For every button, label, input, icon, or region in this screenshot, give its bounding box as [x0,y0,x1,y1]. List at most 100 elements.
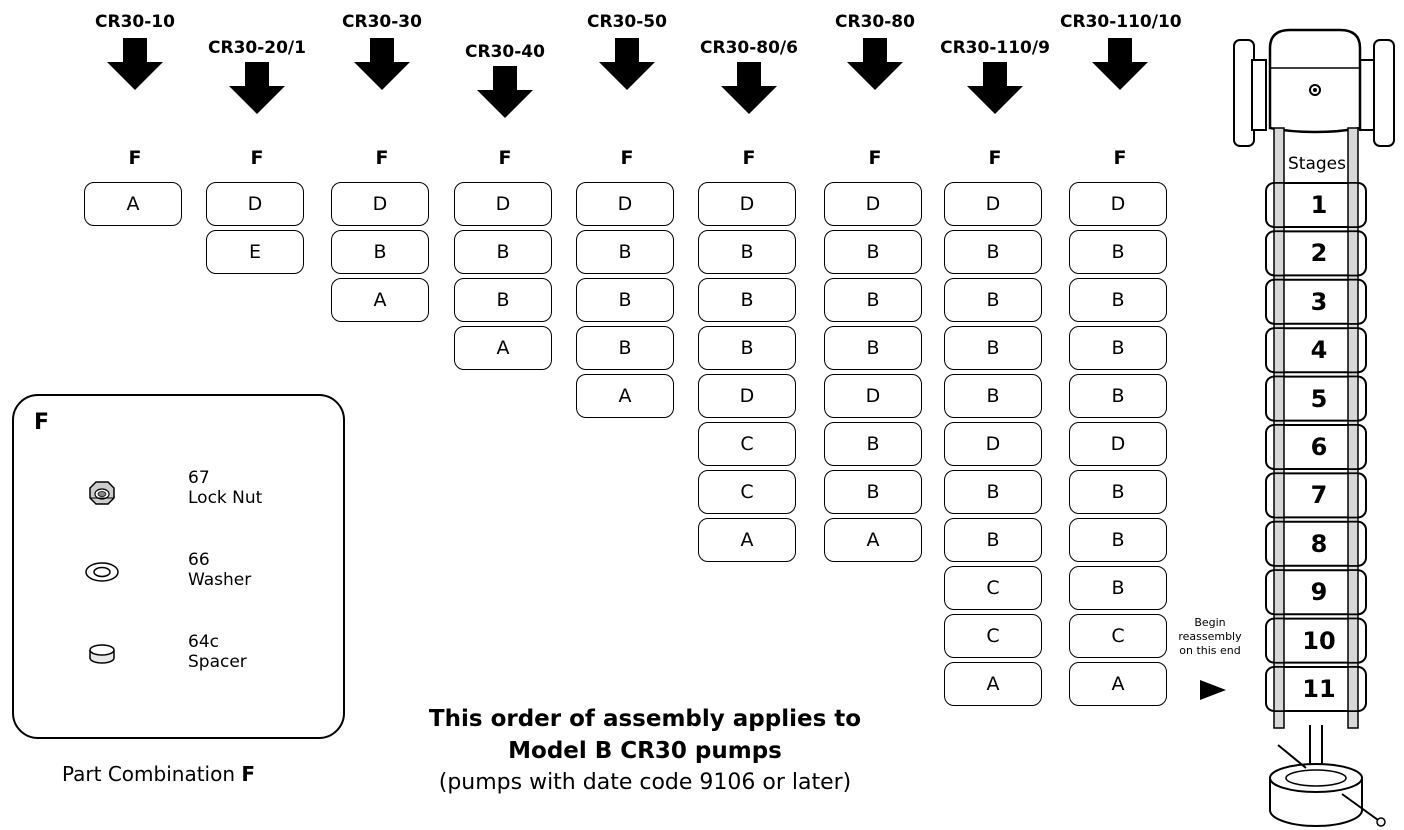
model-label: CR30-10 [95,12,175,32]
part-cell: D [454,182,552,226]
stage-chamber [1265,182,1367,228]
part-cell: B [1069,326,1167,370]
part-cell: D [576,182,674,226]
stage-chamber [1265,424,1367,470]
part-cell: B [1069,566,1167,610]
part-cell: A [944,662,1042,706]
down-arrow-icon [599,38,655,90]
part-cell: B [698,230,796,274]
model-label: CR30-80/6 [700,38,798,58]
part-cell: B [824,278,922,322]
part-cell: B [454,230,552,274]
begin-reassembly-note: Begin reassembly on this end [1160,616,1260,658]
down-arrow-icon [477,66,533,118]
pump-head-icon [1233,28,1395,147]
part-cell: B [1069,470,1167,514]
part-cell: A [1069,662,1167,706]
stage-number: 2 [1310,239,1328,268]
stage-number: 3 [1310,287,1328,316]
note-line-1: This order of assembly applies to [428,706,862,732]
part-cell: B [824,230,922,274]
stage-chamber [1265,327,1367,374]
combination-f-label: F [988,147,1002,169]
stage-chamber [1265,569,1367,616]
part-cell: D [944,422,1042,466]
down-arrow-icon [107,38,163,90]
part-cell: A [331,278,429,322]
down-arrow-icon [229,62,285,114]
down-arrow-icon [967,62,1023,114]
part-cell: B [576,326,674,370]
part-cell: B [944,230,1042,274]
legend-item-number: 66 [188,550,210,570]
part-cell: D [698,182,796,226]
part-cell: C [1069,614,1167,658]
part-cell: D [944,182,1042,226]
part-cell: B [454,278,552,322]
model-label: CR30-50 [587,12,667,32]
legend-caption: Part Combination F [62,762,255,786]
legend-item-name: Spacer [188,652,247,672]
part-cell: B [1069,374,1167,418]
legend-item-name: Lock Nut [188,488,263,508]
legend-caption-letter: F [241,762,256,786]
part-cell: B [698,326,796,370]
part-cell: D [1069,182,1167,226]
part-cell: A [576,374,674,418]
down-arrow-icon [721,62,777,114]
stage-number: 4 [1310,336,1328,365]
legend-item-number: 64c [188,632,219,652]
part-cell: C [698,470,796,514]
begin-note-line-3: on this end [1179,644,1241,657]
legend-item-lock-nut: 67 Lock Nut [84,468,324,518]
down-arrow-icon [354,38,410,90]
part-cell: C [944,614,1042,658]
part-cell: B [1069,230,1167,274]
part-cell: D [1069,422,1167,466]
combination-f-label: F [498,147,512,169]
stage-number: 5 [1310,384,1328,413]
stage-chamber [1265,472,1367,519]
part-cell: A [454,326,552,370]
stage-chamber [1265,666,1367,712]
stages-label: Stages [1288,154,1346,174]
part-cell: B [1069,518,1167,562]
note-line-3: (pumps with date code 9106 or later) [438,770,852,795]
pump-base-icon [1269,744,1386,827]
model-label: CR30-110/10 [1060,12,1182,32]
part-cell: A [84,182,182,226]
stage-number: 1 [1310,191,1328,219]
model-label: CR30-20/1 [208,38,306,58]
stage-number: 9 [1310,578,1328,607]
part-cell: D [331,182,429,226]
stage-number: 6 [1310,433,1328,461]
lock-nut-icon [89,481,115,505]
part-cell: B [331,230,429,274]
part-cell: B [576,230,674,274]
part-cell: B [944,326,1042,370]
combination-f-label: F [742,147,756,169]
assembly-note: This order of assembly applies to Model … [380,703,910,799]
model-label: CR30-30 [342,12,422,32]
part-cell: A [698,518,796,562]
stage-number: 10 [1302,626,1336,655]
down-arrow-icon [847,38,903,90]
washer-icon [85,562,119,582]
part-cell: B [576,278,674,322]
part-cell: B [824,470,922,514]
part-cell: B [698,278,796,322]
combination-f-label: F [128,147,142,169]
part-combination-legend: F 67 Lock Nut 66 Washer 64c Spacer [12,394,345,739]
part-cell: B [824,422,922,466]
stage-chamber [1265,375,1367,422]
legend-caption-prefix: Part Combination [62,762,242,786]
stage-chamber [1265,617,1367,664]
combination-f-label: F [620,147,634,169]
part-cell: E [206,230,304,274]
part-cell: D [206,182,304,226]
part-cell: A [824,518,922,562]
